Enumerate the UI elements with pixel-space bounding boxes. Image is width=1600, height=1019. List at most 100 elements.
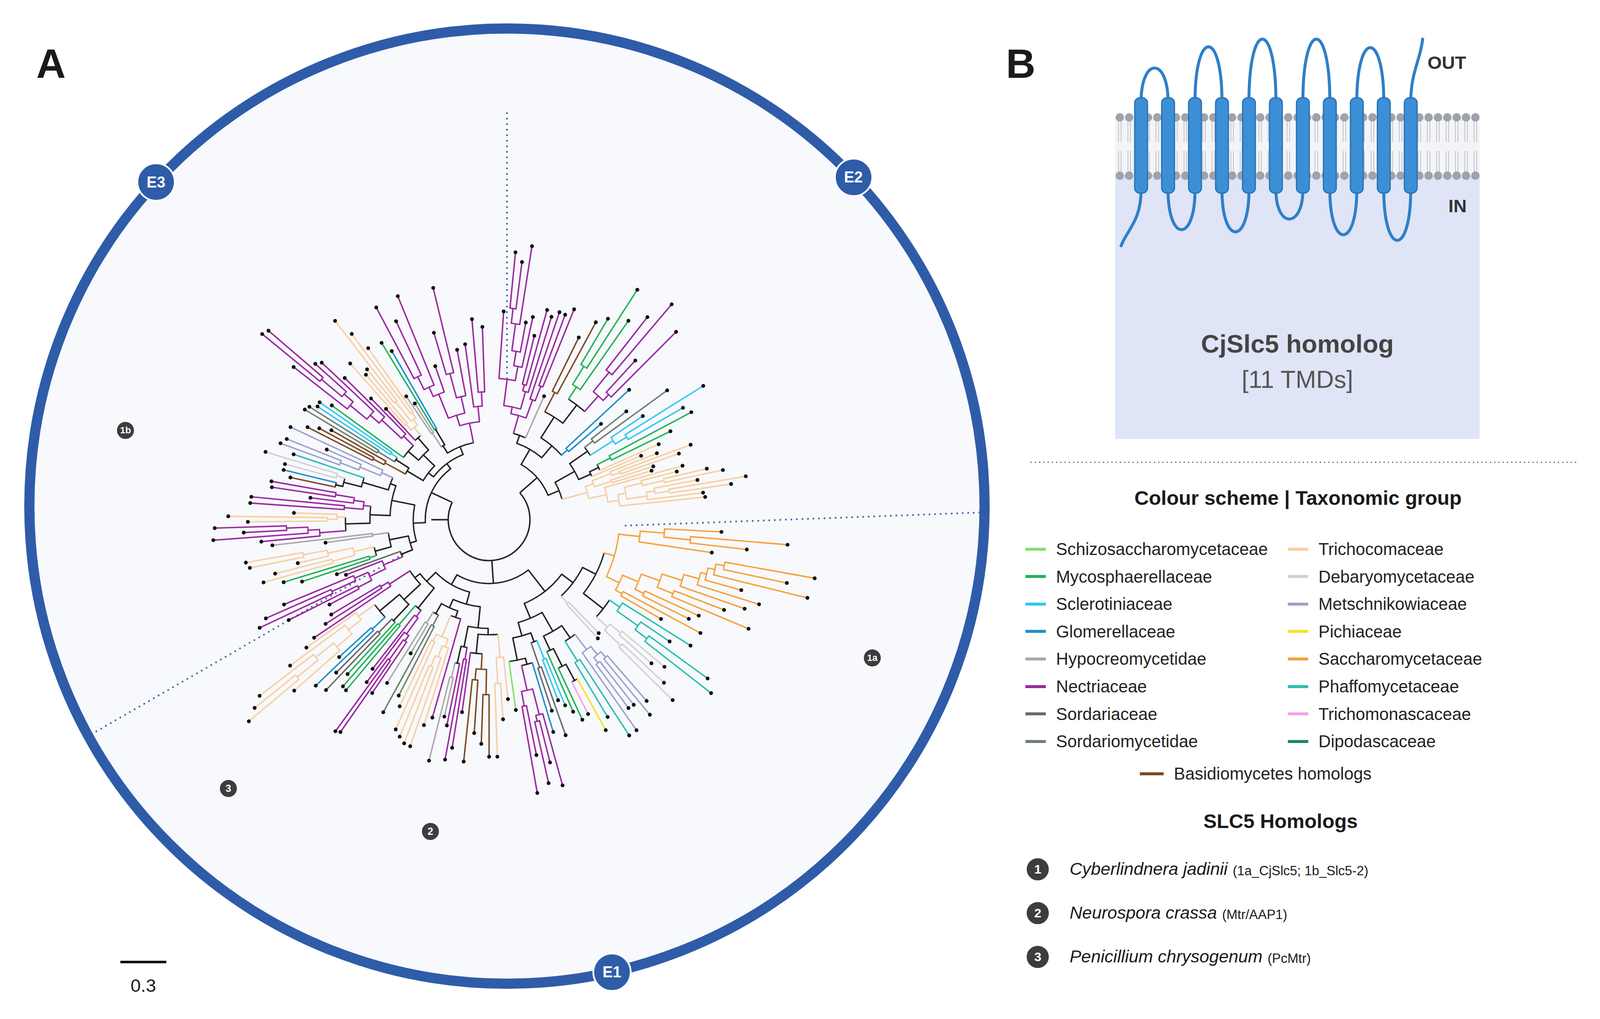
region-separator [506, 112, 508, 383]
tip-dot [785, 542, 790, 547]
tree-branch [518, 622, 522, 636]
tip-dot [649, 661, 654, 666]
lipid-head [1312, 171, 1321, 180]
tree-branch [509, 252, 516, 308]
protein-loop [1141, 68, 1168, 103]
tree-branch [604, 630, 621, 646]
lipid-head [1153, 113, 1162, 122]
lipid-tail [1239, 120, 1241, 143]
tree-branch [435, 429, 445, 445]
tree-branch [593, 657, 598, 664]
scale-bar [120, 960, 167, 964]
tree-branch [271, 481, 336, 493]
tree-branch [451, 662, 456, 678]
tree-branch [663, 529, 665, 538]
tree-branch [293, 367, 348, 410]
tip-dot [501, 717, 505, 722]
tip-dot [639, 453, 644, 458]
protein-panel: CjSlc5 homolog[11 TMDs] [1115, 297, 1480, 426]
tree-branch [596, 617, 608, 628]
legend-label: Phaffomycetaceae [1318, 676, 1460, 697]
tip-dot [257, 694, 262, 698]
tree-branch [558, 668, 583, 720]
tree-branch [541, 666, 566, 735]
tree-branch [521, 316, 533, 368]
tree-branch [515, 261, 522, 309]
lipid-tail [1373, 120, 1375, 143]
tree-branch [683, 574, 700, 579]
lipid-head [1452, 113, 1461, 122]
tree-branch [394, 457, 398, 462]
tree-branch [361, 478, 365, 487]
tree-branch [354, 572, 368, 579]
tree-branch [543, 636, 551, 651]
tree-branch [542, 309, 575, 388]
tree-branch [426, 572, 436, 582]
tip-dot [324, 688, 328, 692]
tree-branch [546, 658, 566, 706]
tip-dot [344, 688, 348, 693]
tree-branch [591, 411, 627, 439]
tip-dot [348, 361, 353, 366]
protein-loop [1195, 46, 1222, 103]
tree-branch [524, 574, 562, 604]
lipid-head [1433, 171, 1443, 180]
tree-branch [654, 491, 670, 494]
lipid-tail [1148, 150, 1150, 173]
tree-branch [521, 688, 533, 692]
tree-branch [512, 632, 531, 638]
lipid-tail [1261, 120, 1262, 143]
tip-dot [606, 316, 610, 321]
lipid-tail [1426, 150, 1428, 173]
tree-branch [228, 516, 328, 518]
tree-branch [293, 512, 337, 515]
tip-dot [212, 526, 217, 530]
tip-dot [427, 758, 431, 763]
tip-dot [366, 346, 371, 351]
tip-dot [479, 742, 484, 746]
tip-dot [744, 547, 749, 552]
lipid-tail [1158, 120, 1159, 143]
tree-branch [413, 504, 417, 541]
tree-branch [494, 682, 501, 685]
tree-branch [486, 669, 487, 695]
tree-branch [525, 658, 527, 665]
tree-branch [332, 555, 355, 562]
tree-branch [610, 623, 621, 633]
legend-item: Metschnikowiaceae [1287, 594, 1467, 614]
tree-branch [640, 471, 677, 482]
tree-branch [395, 459, 410, 469]
tip-dot [323, 540, 328, 545]
legend-label: Nectriaceae [1056, 676, 1147, 697]
tree-branch [428, 472, 434, 477]
lipid-tail [1211, 120, 1213, 143]
tree-branch [584, 441, 594, 448]
lipid-head [1471, 171, 1480, 180]
tree-branch [535, 715, 538, 722]
tree-branch [614, 437, 627, 445]
tree-branch [588, 494, 607, 499]
tree-branch [404, 584, 421, 600]
tip-dot [450, 745, 455, 750]
tree-branch [575, 659, 581, 663]
tree-branch [271, 487, 336, 497]
tree-branch [418, 449, 429, 461]
tree-branch [606, 317, 648, 371]
tip-dot [812, 576, 817, 581]
legend-label: Sclerotiniaceae [1056, 594, 1173, 614]
lipid-head [1312, 113, 1321, 122]
tree-branch [535, 386, 541, 401]
tree-branch [512, 637, 518, 661]
tree-branch [571, 681, 589, 715]
tree-branch [617, 492, 626, 495]
tip-dot [651, 464, 656, 469]
scale-label: 0.3 [130, 975, 157, 997]
lipid-tail [1258, 150, 1260, 173]
tree-branch [593, 651, 601, 658]
tree-branch [460, 446, 464, 455]
tree-branch [558, 664, 567, 669]
tip-dot [654, 451, 659, 456]
tip-dot [304, 645, 309, 650]
tree-branch [441, 615, 451, 637]
tree-branch [575, 634, 587, 650]
